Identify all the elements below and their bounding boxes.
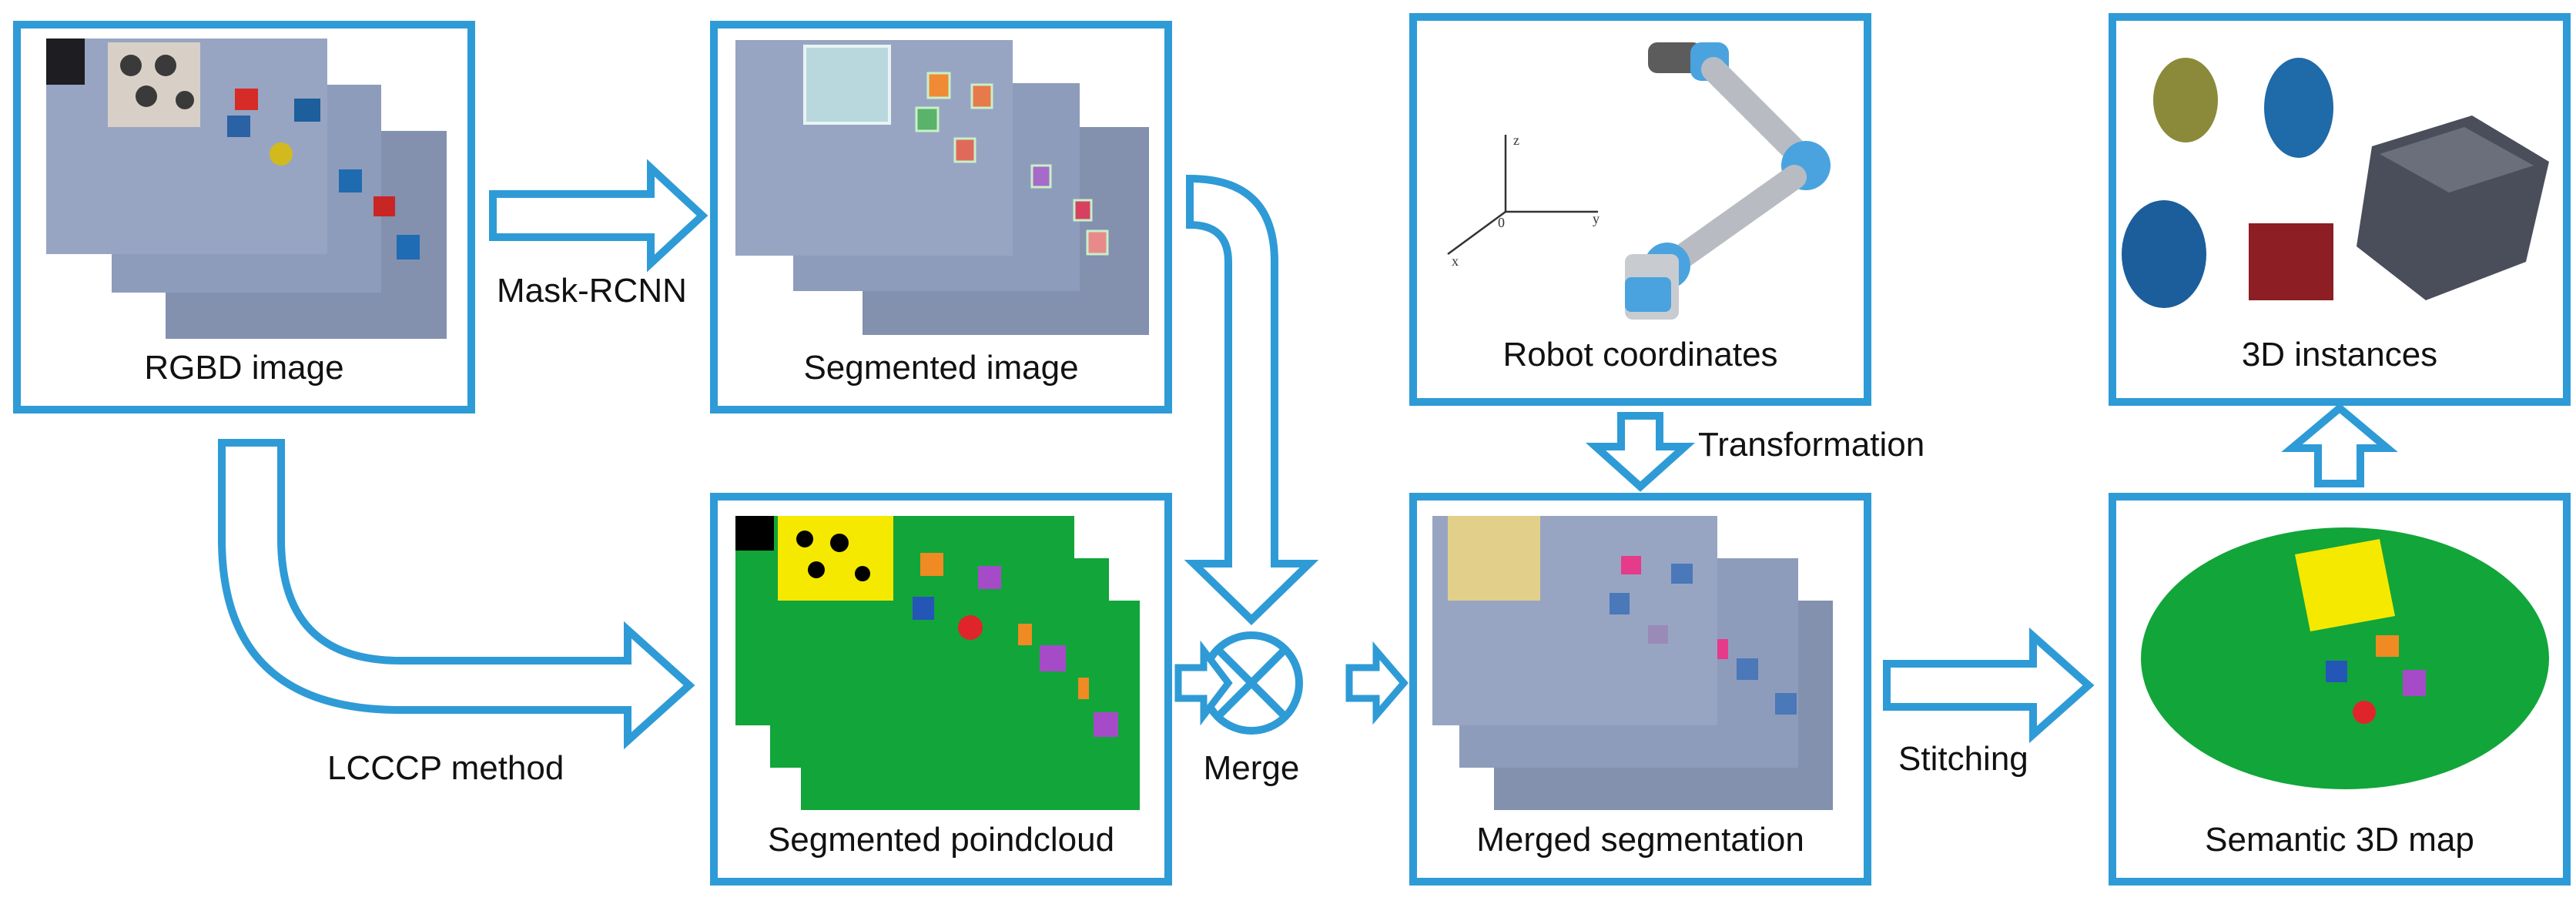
semantic-3d-map-box: Semantic 3D map — [2109, 493, 2571, 886]
pointcloud-to-merge-arrow — [1174, 640, 1233, 726]
pointcloud-stack — [735, 516, 1140, 810]
stitching-arrow — [1883, 627, 2095, 744]
merge-label: Merge — [1204, 749, 1300, 787]
stitching-label: Stitching — [1898, 740, 2028, 778]
segmented-photo-stack — [735, 40, 1149, 335]
rgbd-image-box: RGBD image — [13, 21, 475, 413]
axis-z-label: z — [1513, 132, 1519, 148]
axis-y-label: y — [1593, 211, 1600, 226]
transformation-arrow — [1585, 412, 1696, 492]
lcccp-label: LCCCP method — [327, 749, 564, 787]
mask-rcnn-arrow — [489, 159, 708, 273]
axis-origin-label: 0 — [1498, 215, 1505, 230]
semantic-map-pointcloud — [2141, 527, 2549, 789]
map-to-instances-arrow — [2281, 403, 2398, 487]
lcccp-arrow — [218, 439, 695, 750]
merge-operator — [1200, 631, 1303, 735]
merge-to-merged-arrow — [1345, 641, 1409, 725]
rgbd-photo-stack — [46, 39, 447, 339]
segmented-pointcloud-caption: Segmented poindcloud — [768, 821, 1114, 859]
merged-segmentation-caption: Merged segmentation — [1476, 821, 1804, 859]
merged-segmentation-box: Merged segmentation — [1409, 493, 1871, 886]
segmented-to-merge-arrow — [1184, 174, 1319, 625]
robot-arm-illustration — [1625, 42, 1831, 320]
segmented-pointcloud-box: Segmented poindcloud — [710, 493, 1172, 886]
axis-glyph — [1447, 135, 1598, 256]
robot-coordinates-caption: Robot coordinates — [1502, 336, 1777, 373]
segmented-image-caption: Segmented image — [803, 349, 1078, 387]
transformation-label: Transformation — [1698, 426, 1924, 464]
semantic-3d-map-caption: Semantic 3D map — [2205, 821, 2474, 859]
3d-instances-caption: 3D instances — [2242, 336, 2437, 373]
merged-photo-stack — [1432, 516, 1833, 810]
3d-instances-box: 3D instances — [2109, 13, 2571, 406]
instances-pointcloud — [2122, 58, 2549, 308]
robot-coordinates-box: z y x 0 Robot coordinates — [1409, 13, 1871, 406]
segmented-image-box: Segmented image — [710, 21, 1172, 413]
rgbd-image-caption: RGBD image — [144, 349, 343, 387]
mask-rcnn-label: Mask-RCNN — [497, 272, 687, 310]
axis-x-label: x — [1452, 253, 1459, 269]
